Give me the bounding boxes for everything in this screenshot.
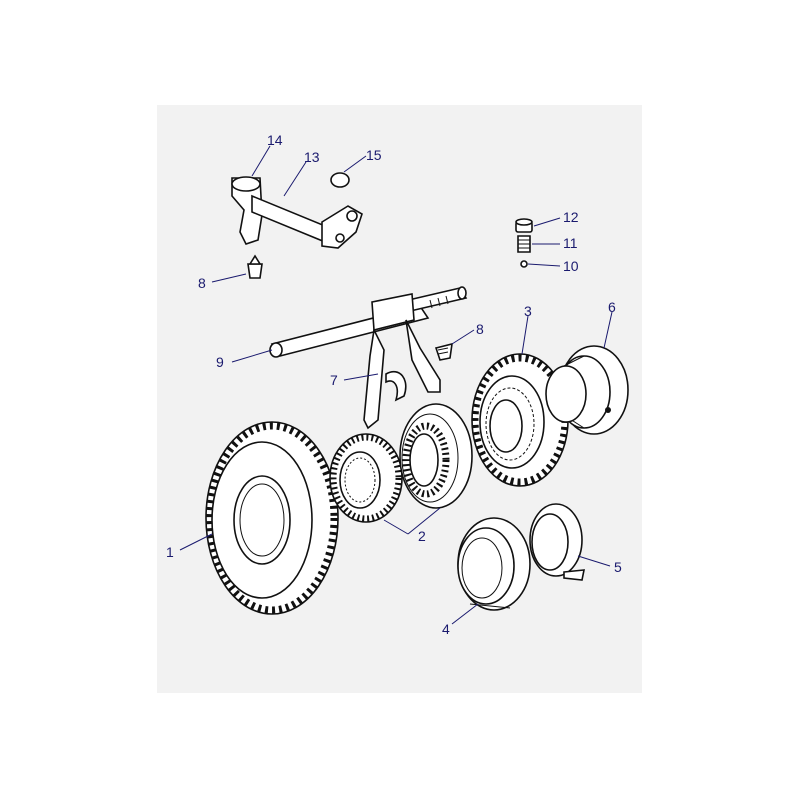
callout-2: 2 (418, 528, 426, 544)
callout-4: 4 (442, 621, 450, 637)
clip-ring (330, 172, 350, 188)
callout-9: 9 (216, 354, 224, 370)
callout-8-upper: 8 (198, 275, 206, 291)
callout-1: 1 (166, 544, 174, 560)
shift-rod-and-fork (269, 286, 468, 430)
detent-plunger-upper (247, 254, 263, 279)
synchro-sleeve (399, 403, 473, 509)
callout-12: 12 (563, 209, 579, 225)
large-helical-gear (205, 421, 339, 615)
selector-shaft-assembly (231, 176, 363, 249)
callout-11: 11 (563, 235, 578, 251)
plug-spring-ball (515, 218, 533, 268)
cone-ring (545, 345, 629, 435)
synchro-hub (329, 433, 403, 523)
callout-3: 3 (524, 303, 532, 319)
callout-13: 13 (304, 149, 320, 165)
thrust-ring (529, 503, 585, 581)
callout-5: 5 (614, 559, 622, 575)
callout-8-lower: 8 (476, 321, 484, 337)
callout-10: 10 (563, 258, 579, 274)
callout-14: 14 (267, 132, 283, 148)
callout-7: 7 (330, 372, 338, 388)
detent-plunger-lower (434, 342, 453, 361)
callout-6: 6 (608, 299, 616, 315)
bearing (457, 517, 531, 611)
leader-lines (179, 145, 613, 625)
callout-15: 15 (366, 147, 382, 163)
